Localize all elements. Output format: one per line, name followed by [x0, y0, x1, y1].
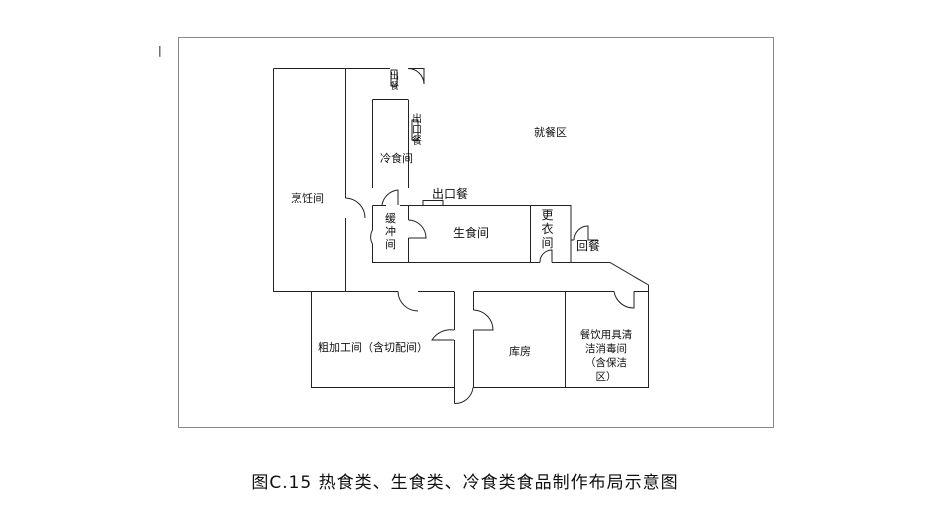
wall-raw-food — [408, 205, 531, 263]
wall-rough — [311, 291, 454, 388]
label-window-return: 回餐 — [576, 239, 601, 253]
outer-frame — [178, 37, 774, 428]
figure-caption: 图C.15 热食类、生食类、冷食类食品制作布局示意图 — [251, 473, 679, 493]
door-utensil — [613, 291, 635, 309]
window-cold-serving — [411, 119, 419, 141]
wall-corridor — [454, 291, 474, 404]
door-storage — [473, 309, 494, 331]
wall-cold-food — [372, 99, 530, 206]
wall-cooking — [273, 68, 425, 292]
window-raw-serving — [422, 200, 444, 206]
label-buffer-room: 缓冲间 — [385, 212, 396, 251]
door-changing — [539, 249, 553, 263]
corner-mark: | — [158, 44, 162, 57]
label-window-raw-serving: 出口餐 — [432, 187, 469, 201]
label-dining-area: 就餐区 — [534, 126, 567, 139]
wall-storage — [473, 291, 566, 388]
label-cooking: 烹饪间 — [291, 192, 324, 205]
label-changing-room: 更衣间 — [541, 208, 554, 250]
label-window-top-serving: 出餐 — [389, 72, 399, 92]
label-cold-food: 冷食间 — [380, 152, 413, 165]
label-raw-food: 生食间 — [453, 226, 490, 240]
wall-changing — [530, 205, 572, 263]
door-cooking — [345, 197, 366, 219]
label-utensil-cleaning: 餐饮用具清洁消毒间（含保洁区） — [579, 329, 633, 383]
label-window-cold-serving: 出口餐 — [412, 114, 422, 147]
door-rough-side — [431, 329, 455, 341]
door-buffer-left — [370, 229, 373, 245]
wall-buffer — [372, 205, 409, 263]
wall-utensil — [565, 291, 649, 388]
label-rough-processing: 粗加工间（含切配间） — [318, 341, 428, 354]
wall-return — [570, 225, 649, 292]
door-top-serving — [407, 68, 425, 85]
door-rough-top — [397, 291, 419, 312]
door-corridor — [454, 387, 474, 405]
door-cold — [381, 189, 399, 206]
door-buffer-right — [408, 219, 427, 239]
window-top-serving — [390, 69, 398, 87]
label-storage: 库房 — [509, 345, 531, 358]
